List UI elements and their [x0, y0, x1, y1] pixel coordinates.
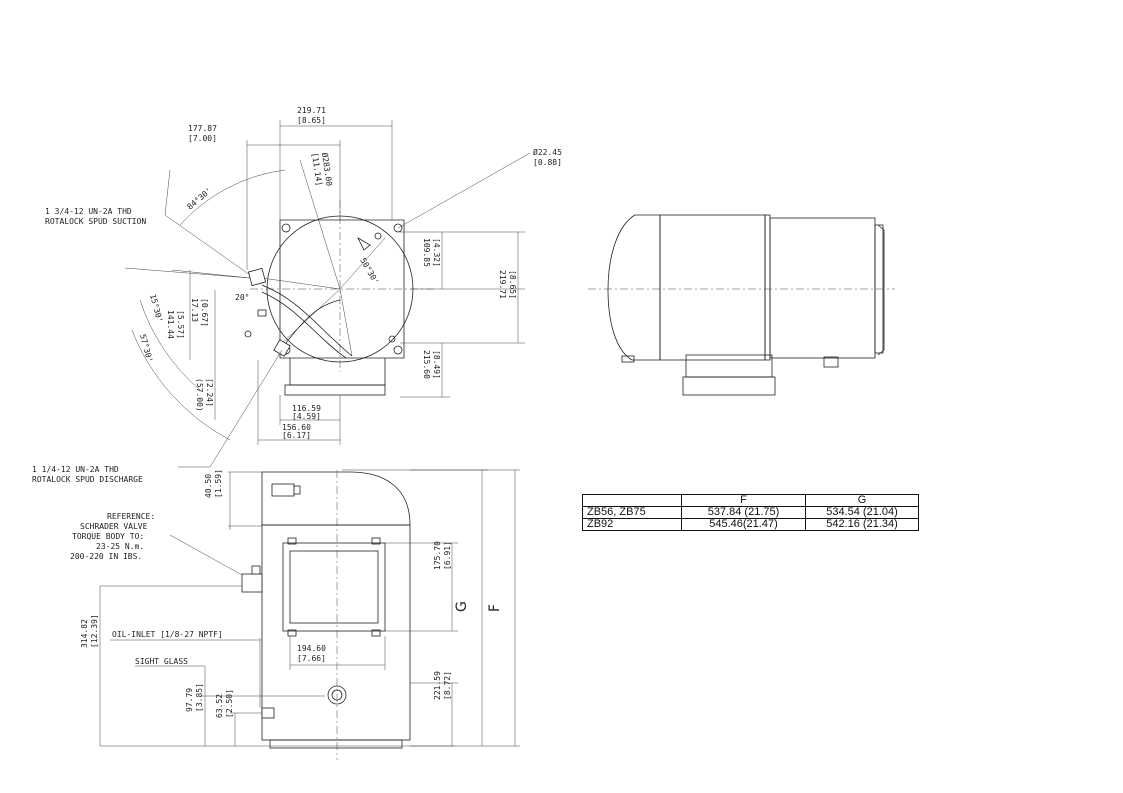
- dim-v1-in: [5.57]: [176, 310, 185, 339]
- dim-diameter-label: Ø283.00: [320, 152, 335, 187]
- ref-note-4: 23-25 N.m.: [96, 542, 144, 551]
- dim-hole-label: Ø22.45: [533, 147, 562, 157]
- table-row: ZB92 545.46(21.47) 542.16 (21.34): [582, 518, 919, 531]
- dim-right-total-in: [8.65]: [508, 270, 517, 299]
- dim-194-in: [7.66]: [297, 654, 326, 663]
- mount-hole: [393, 223, 403, 233]
- dim-175: 175.70: [433, 541, 442, 570]
- mounting-plate: [279, 219, 405, 359]
- label-g: G: [454, 601, 470, 612]
- dim-b1-in: [4.59]: [292, 412, 321, 421]
- dim-right-lower-in: [8.49]: [432, 350, 441, 379]
- table-cell-model: ZB92: [582, 518, 682, 531]
- dim-40-in: [1.59]: [214, 469, 223, 498]
- table-header-cell: F: [681, 494, 806, 507]
- terminal-box-mark: [357, 236, 371, 251]
- front-top-dome: [261, 471, 411, 526]
- dim-hole-in: [0.88]: [533, 158, 562, 167]
- dim-175-in: [6.91]: [443, 541, 452, 570]
- dim-b2-in: [6.17]: [282, 431, 311, 440]
- side-view: [588, 214, 895, 396]
- ref-note-3: TORQUE BODY TO:: [72, 532, 144, 541]
- mount-hole: [393, 345, 403, 355]
- dim-b1: 116.59: [292, 404, 321, 413]
- oil-inlet-label: OIL-INLET [1/8-27 NPTF]: [112, 630, 223, 639]
- dim-v1: 141.44: [166, 310, 175, 339]
- table-cell-f: 537.84 (21.75): [681, 506, 806, 519]
- dim-63-in: [2.50]: [225, 689, 234, 718]
- dim-v3: (57.00): [195, 378, 204, 412]
- table-row: ZB56, ZB75 537.84 (21.75) 534.54 (21.04): [582, 506, 919, 519]
- dim-314-in: [12.39]: [90, 614, 99, 648]
- top-view: 219.71 [8.65] 177.87 [7.00] Ø283.00 [11.…: [32, 106, 562, 484]
- angle-15-label: 15°30': [148, 293, 164, 323]
- schrader-valve: [241, 573, 263, 593]
- dim-221: 221.59: [433, 671, 442, 700]
- dim-97: 97.79: [185, 688, 194, 712]
- angle-20-label: 20°: [235, 293, 249, 302]
- suction-fitting: [247, 267, 267, 287]
- dim-b2: 156.60: [282, 423, 311, 432]
- mount-hole: [281, 223, 291, 233]
- dim-221-in: [8.72]: [443, 671, 452, 700]
- front-view: REFERENCE: SCHRADER VALVE TORQUE BODY TO…: [70, 469, 520, 760]
- side-cap-left: [607, 214, 661, 361]
- table-cell-f: 545.46(21.47): [681, 518, 806, 531]
- dim-right-lower: 215.60: [422, 350, 431, 379]
- dim-offset-in: [7.00]: [188, 134, 217, 143]
- ref-note-1: REFERENCE:: [107, 512, 155, 521]
- terminal-box: [282, 542, 386, 632]
- dim-97-in: [3.85]: [195, 683, 204, 712]
- dim-194: 194.60: [297, 644, 326, 653]
- oil-inlet: [261, 707, 275, 719]
- table-cell-g: 534.54 (21.04): [805, 506, 919, 519]
- table-header-row: F G: [582, 494, 919, 507]
- front-shell: [261, 524, 411, 741]
- dim-v2-in: [0.67]: [200, 298, 209, 327]
- suction-callout-2: ROTALOCK SPUD SUCTION: [45, 217, 146, 226]
- discharge-fitting: [273, 339, 291, 357]
- side-base: [682, 376, 776, 396]
- discharge-callout: 1 1/4-12 UN-2A THD: [32, 465, 119, 474]
- label-f: F: [487, 604, 503, 612]
- schrader-fitting: [257, 309, 267, 317]
- dim-314: 314.82: [80, 619, 89, 648]
- dim-v3-in: [2.24]: [205, 378, 214, 407]
- table-cell-model: ZB56, ZB75: [582, 506, 682, 519]
- discharge-port: [271, 483, 295, 497]
- angle-84-label: 84°30': [186, 186, 214, 211]
- dim-width-label: 219.71: [297, 106, 326, 115]
- dim-right-total: 219.71: [498, 270, 507, 299]
- table-cell-g: 542.16 (21.34): [805, 518, 919, 531]
- angle-50-label: 50°30': [358, 257, 380, 287]
- dim-40: 40.50: [204, 474, 213, 498]
- angle-57-label: 57°30': [138, 333, 154, 363]
- dimension-table: F G ZB56, ZB75 537.84 (21.75) 534.54 (21…: [582, 494, 919, 531]
- sight-glass-label: SIGHT GLASS: [135, 657, 188, 666]
- ref-note-5: 200-220 IN IBS.: [70, 552, 142, 561]
- table-header-cell: [582, 494, 682, 507]
- table-header-cell: G: [805, 494, 919, 507]
- discharge-callout-2: ROTALOCK SPUD DISCHARGE: [32, 475, 143, 484]
- side-shell: [659, 214, 766, 361]
- dim-63: 63.52: [215, 694, 224, 718]
- dim-right-upper: 109.85: [422, 238, 431, 267]
- dim-v2: 17.13: [190, 298, 199, 322]
- suction-callout: 1 3/4-12 UN-2A THD: [45, 207, 132, 216]
- dim-offset-label: 177.87: [188, 124, 217, 133]
- dim-width-in: [8.65]: [297, 116, 326, 125]
- dim-right-upper-in: [4.32]: [432, 238, 441, 267]
- ref-note-2: SCHRADER VALVE: [80, 522, 148, 531]
